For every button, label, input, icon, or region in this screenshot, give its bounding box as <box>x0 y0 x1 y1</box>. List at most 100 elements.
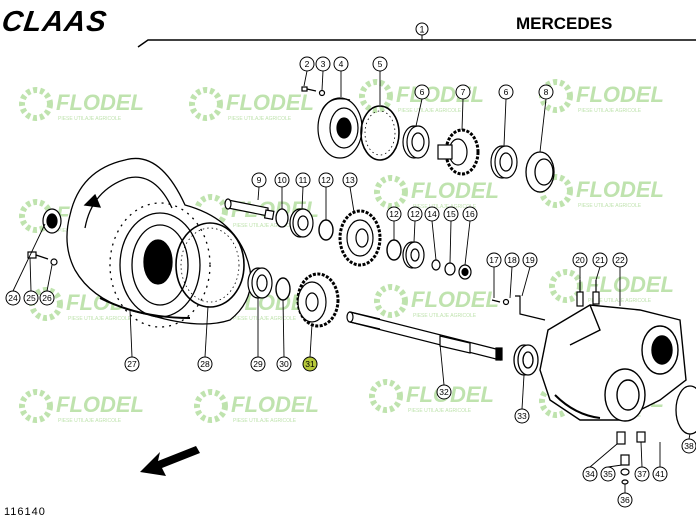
part-callout-16[interactable]: 16 <box>462 206 478 222</box>
part-callout-17[interactable]: 17 <box>486 252 502 268</box>
part-callout-12[interactable]: 12 <box>386 206 402 222</box>
callout-label: 10 <box>277 175 287 185</box>
callout-circle <box>462 206 478 222</box>
cover-38-drawing <box>675 385 696 435</box>
part-callout-38[interactable]: 38 <box>681 438 696 454</box>
part-callout-26[interactable]: 26 <box>39 290 55 306</box>
callout-label: 7 <box>461 87 466 97</box>
part-callout-7[interactable]: 7 <box>455 84 471 100</box>
callout-label: 5 <box>378 59 383 69</box>
callout-label: 9 <box>257 175 262 185</box>
callout-label: 2 <box>305 59 310 69</box>
part-callout-30[interactable]: 30 <box>276 356 292 372</box>
watermark-brand: FLODEL <box>411 287 499 312</box>
part-callout-18[interactable]: 18 <box>504 252 520 268</box>
part-callout-20[interactable]: 20 <box>572 252 588 268</box>
callout-circle <box>634 466 650 482</box>
part-callout-13[interactable]: 13 <box>342 172 358 188</box>
callout-circle <box>386 206 402 222</box>
part-callout-8[interactable]: 8 <box>538 84 554 100</box>
seal-33-drawing <box>513 344 539 376</box>
direction-arrow-icon <box>140 446 200 476</box>
part-callout-11[interactable]: 11 <box>295 172 311 188</box>
part-callout-29[interactable]: 29 <box>250 356 266 372</box>
part-callout-6[interactable]: 6 <box>414 84 430 100</box>
watermark-brand: FLODEL <box>56 90 144 115</box>
callout-label: 18 <box>507 255 517 265</box>
plug-37-drawing <box>636 431 646 443</box>
gear-31-drawing <box>296 272 340 328</box>
part-callout-35[interactable]: 35 <box>600 466 616 482</box>
part-callout-27[interactable]: 27 <box>124 356 140 372</box>
part-callout-19[interactable]: 19 <box>522 252 538 268</box>
watermark-gear-icon <box>369 379 403 413</box>
callout-circle <box>538 84 554 100</box>
part-callout-10[interactable]: 10 <box>274 172 290 188</box>
bell-housing-drawing <box>66 157 252 328</box>
callout-circle <box>424 206 440 222</box>
part-callout-14[interactable]: 14 <box>424 206 440 222</box>
callout-circle <box>276 356 292 372</box>
leader-line-32 <box>439 343 445 386</box>
part-callout-31[interactable]: 31 <box>302 356 318 372</box>
callout-circle <box>652 466 668 482</box>
leader-line-26 <box>46 264 53 292</box>
shaft-9-drawing <box>224 198 275 220</box>
gearbox-housing-22-drawing <box>539 304 687 422</box>
part-callout-12[interactable]: 12 <box>318 172 334 188</box>
callout-circle <box>455 84 471 100</box>
leader-line-15 <box>449 220 452 264</box>
ring-30-drawing <box>275 277 291 301</box>
part-callout-6[interactable]: 6 <box>498 84 514 100</box>
gear-13-drawing <box>338 209 382 267</box>
part-callout-28[interactable]: 28 <box>197 356 213 372</box>
part-callout-41[interactable]: 41 <box>652 466 668 482</box>
callout-circle <box>315 56 331 72</box>
callout-circle <box>600 466 616 482</box>
sensor-20-drawing <box>576 280 584 307</box>
part-callout-21[interactable]: 21 <box>592 252 608 268</box>
callout-circle <box>274 172 290 188</box>
watermark-tagline: PIESE UTILAJE AGRICOLE <box>233 418 297 424</box>
callout-label: 38 <box>684 441 694 451</box>
bearing-6a-drawing <box>402 125 430 159</box>
callout-label: 34 <box>585 469 595 479</box>
leader-line-21 <box>595 266 601 281</box>
callout-label: 6 <box>504 87 509 97</box>
callout-label: 20 <box>575 255 585 265</box>
part-callout-22[interactable]: 22 <box>612 252 628 268</box>
leader-line-12 <box>413 220 416 243</box>
leader-line-25 <box>29 257 32 292</box>
leader-line-37 <box>640 441 643 468</box>
part-callout-15[interactable]: 15 <box>443 206 459 222</box>
watermark-brand: FLODEL <box>396 82 484 107</box>
callout-label: 29 <box>253 359 263 369</box>
callout-circle <box>443 206 459 222</box>
part-callout-33[interactable]: 33 <box>514 408 530 424</box>
part-callout-36[interactable]: 36 <box>617 492 633 508</box>
part-callout-24[interactable]: 24 <box>5 290 21 306</box>
part-callout-5[interactable]: 5 <box>372 56 388 72</box>
leader-line-34 <box>589 443 618 468</box>
part-callout-37[interactable]: 37 <box>634 466 650 482</box>
part-callout-2[interactable]: 2 <box>299 56 315 72</box>
part-callout-34[interactable]: 34 <box>582 466 598 482</box>
part-callout-3[interactable]: 3 <box>315 56 331 72</box>
gasket-28-drawing <box>175 222 245 308</box>
callout-circle <box>372 56 388 72</box>
leader-line-27 <box>129 309 133 358</box>
bearing-11-drawing <box>289 208 314 238</box>
part-callout-4[interactable]: 4 <box>333 56 349 72</box>
callout-label: 12 <box>321 175 331 185</box>
callout-label: 6 <box>420 87 425 97</box>
part-callout-32[interactable]: 32 <box>436 384 452 400</box>
bearing-29-drawing <box>247 267 273 299</box>
part-callout-9[interactable]: 9 <box>251 172 267 188</box>
part-callout-12[interactable]: 12 <box>407 206 423 222</box>
callout-label: 4 <box>339 59 344 69</box>
part-callout-25[interactable]: 25 <box>23 290 39 306</box>
leader-line-11 <box>301 186 304 210</box>
leader-line-19 <box>521 266 531 297</box>
